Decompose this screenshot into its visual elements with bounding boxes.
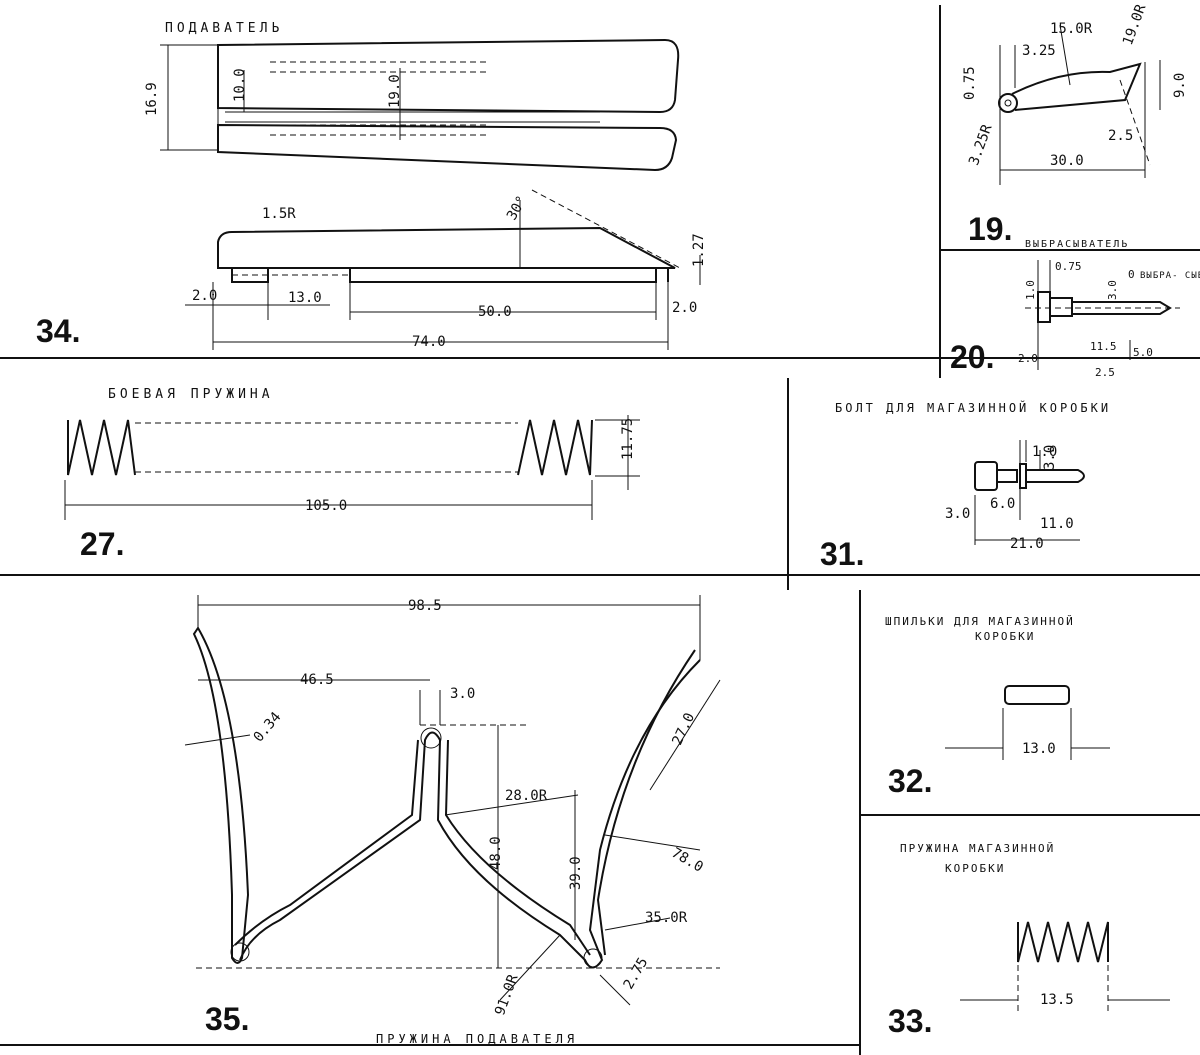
panel-35-title: ПРУЖИНА ПОДАВАТЕЛЯ (376, 1032, 578, 1046)
dim-3-25r: 3.25R (966, 122, 996, 168)
dim-3-0-b: 3.0 (1106, 280, 1119, 300)
dim-98-5: 98.5 (408, 598, 442, 614)
dim-1-0: 1.0 (1024, 280, 1037, 300)
dim-1-27: 1.27 (691, 233, 707, 267)
dim-6-0: 6.0 (990, 496, 1015, 512)
dim-48-0: 48.0 (488, 836, 504, 870)
dim-91-0r: 91.0R (492, 972, 522, 1018)
dim-0: 0 (1128, 268, 1135, 281)
dim-11-5: 11.5 (1090, 340, 1117, 353)
dim-9-0: 9.0 (1172, 73, 1188, 98)
panel-19-ejector: 15.0R 19.0R 3.25 0.75 9.0 3.25R 2.5 30.0… (962, 2, 1188, 250)
dim-74-0: 74.0 (412, 334, 446, 350)
panel-35-number: 35. (205, 1001, 249, 1037)
panel-20-ejector-pin: 0.75 1.0 3.0 2.0 11.5 5.0 2.5 0 ВЫБРА- С… (950, 260, 1200, 379)
dim-2-75: 2.75 (621, 955, 652, 992)
dim-0-75: 0.75 (962, 66, 978, 100)
dim-78-0: 78.0 (669, 845, 706, 876)
dim-21-0: 21.0 (1010, 536, 1044, 552)
dim-39-0: 39.0 (568, 856, 584, 890)
dim-0-34: 0.34 (251, 709, 285, 745)
dim-3-0-c: 3.0 (1042, 445, 1058, 470)
panel-31-number: 31. (820, 536, 864, 572)
panel-31-title: БОЛТ ДЛЯ МАГАЗИННОЙ КОРОБКИ (835, 400, 1111, 415)
dim-1-0-c: 1.0 (1032, 444, 1057, 460)
panel-32-title-line2: КОРОБКИ (975, 630, 1035, 643)
panel-33-number: 33. (888, 1003, 932, 1039)
panel-27-number: 27. (80, 526, 124, 562)
panel-33-magazine-spring: ПРУЖИНА МАГАЗИННОЙ КОРОБКИ 13.5 33. (888, 842, 1170, 1039)
panel-34-feeder: ПОДАВАТЕЛЬ 16.9 10.0 19.0 1.5R 30° 1.27 (36, 21, 707, 350)
panel-33-title-line2: КОРОБКИ (945, 862, 1005, 875)
panel-20-number: 20. (950, 339, 994, 375)
panel-20-title: ВЫБРА- СЫВАТЕЛ (1140, 271, 1200, 281)
panel-32-magazine-pins: ШПИЛЬКИ ДЛЯ МАГАЗИННОЙ КОРОБКИ 13.0 32. (885, 615, 1110, 799)
dim-35-0r: 35.0R (645, 910, 688, 926)
panel-32-number: 32. (888, 763, 932, 799)
dim-30-deg: 30° (504, 193, 531, 223)
dim-2-0-b: 2.0 (1018, 352, 1038, 365)
dim-2-5: 2.5 (1108, 128, 1133, 144)
panel-19-number: 19. (968, 211, 1012, 247)
panel-27-mainspring: БОЕВАЯ ПРУЖИНА 11.75 105.0 27. (64, 387, 640, 562)
dim-0-75-b: 0.75 (1055, 260, 1082, 273)
panel-31-magazine-bolt: БОЛТ ДЛЯ МАГАЗИННОЙ КОРОБКИ 1.0 3.0 3.0 … (820, 400, 1111, 572)
panel-34-number: 34. (36, 313, 80, 349)
dim-46-5: 46.5 (300, 672, 334, 688)
panel-35-feeder-spring: 98.5 46.5 3.0 0.34 27.0 28.0R 48.0 39.0 … (184, 595, 721, 1046)
dim-15-0r: 15.0R (1050, 21, 1093, 37)
dim-13-0: 13.0 (288, 290, 322, 306)
dim-105-0: 105.0 (305, 498, 347, 514)
dim-30-0: 30.0 (1050, 153, 1084, 169)
panel-32-title-line1: ШПИЛЬКИ ДЛЯ МАГАЗИННОЙ (885, 615, 1075, 628)
dim-11-75: 11.75 (620, 418, 636, 460)
dim-19-0: 19.0 (387, 74, 403, 108)
dim-2-5-b: 2.5 (1095, 366, 1115, 379)
dim-19-0r: 19.0R (1120, 2, 1150, 48)
panel-27-title: БОЕВАЯ ПРУЖИНА (108, 387, 274, 402)
panel-33-title-line1: ПРУЖИНА МАГАЗИННОЙ (900, 842, 1055, 855)
panel-borders (0, 5, 1200, 1055)
dim-27-0: 27.0 (669, 711, 698, 748)
dim-11-0: 11.0 (1040, 516, 1074, 532)
panel-34-title: ПОДАВАТЕЛЬ (165, 21, 283, 36)
dim-10-0: 10.0 (232, 68, 248, 102)
dim-13-5: 13.5 (1040, 992, 1074, 1008)
panel-19-title: ВЫБРАСЫВАТЕЛЬ (1025, 239, 1129, 250)
dim-13-0-f: 13.0 (1022, 741, 1056, 757)
dim-28-0r: 28.0R (505, 788, 548, 804)
dim-3-25: 3.25 (1022, 43, 1056, 59)
dim-16-9: 16.9 (144, 82, 160, 116)
dim-2-0-right: 2.0 (672, 300, 697, 316)
dim-2-0-left: 2.0 (192, 288, 217, 304)
dim-1-5r: 1.5R (262, 206, 296, 222)
dim-3-0-e: 3.0 (450, 686, 475, 702)
dim-5-0: 5.0 (1133, 346, 1153, 359)
dim-3-0-d: 3.0 (945, 506, 970, 522)
dim-50-0: 50.0 (478, 304, 512, 320)
